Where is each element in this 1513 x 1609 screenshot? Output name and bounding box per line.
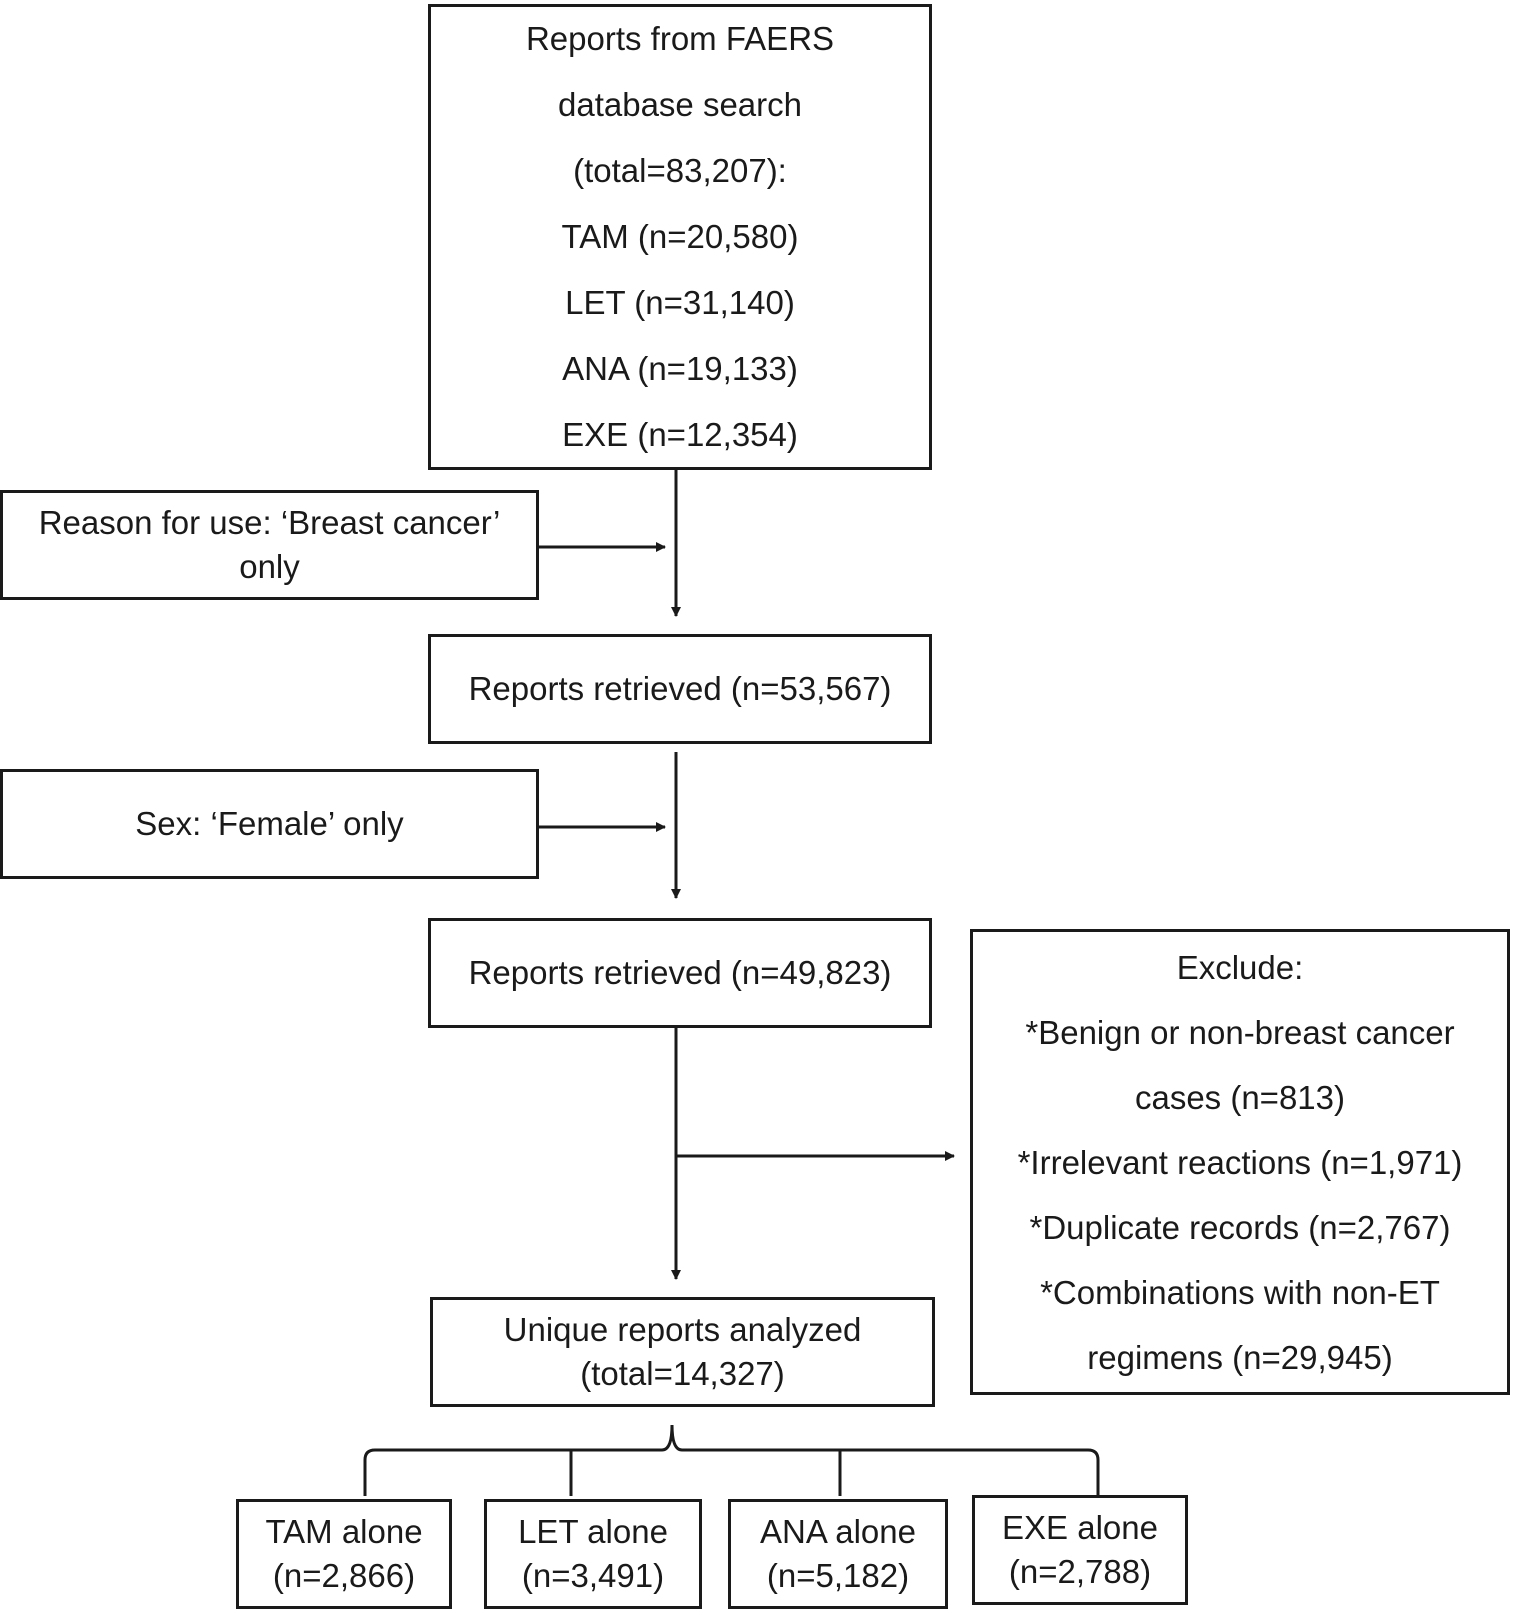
search-line: TAM (n=20,580) bbox=[561, 218, 799, 255]
search-line: ANA (n=19,133) bbox=[562, 350, 798, 387]
exclude-line: *Irrelevant reactions (n=1,971) bbox=[1017, 1143, 1463, 1181]
retrieved-box-1: Reports retrieved (n=53,567) bbox=[428, 634, 932, 744]
retrieved-box-2: Reports retrieved (n=49,823) bbox=[428, 918, 932, 1028]
retrieved-label: Reports retrieved (n=49,823) bbox=[468, 954, 892, 991]
group-box-ana: ANA alone (n=5,182) bbox=[728, 1499, 948, 1609]
exclude-line: cases (n=813) bbox=[1134, 1078, 1346, 1116]
search-line: EXE (n=12,354) bbox=[562, 416, 798, 453]
search-line: (total=83,207): bbox=[573, 152, 787, 189]
exclude-line: *Combinations with non-ET bbox=[1040, 1273, 1440, 1311]
retrieved-label: Reports retrieved (n=53,567) bbox=[468, 670, 892, 707]
group-box-exe: EXE alone (n=2,788) bbox=[972, 1495, 1188, 1605]
unique-line: (total=14,327) bbox=[580, 1355, 785, 1392]
exclude-line: *Duplicate records (n=2,767) bbox=[1029, 1208, 1451, 1246]
group-count: (n=2,788) bbox=[1008, 1553, 1152, 1590]
sex-filter-label: Sex: ‘Female’ only bbox=[135, 805, 404, 842]
reason-filter-line: only bbox=[239, 548, 300, 585]
search-line: database search bbox=[557, 86, 802, 123]
group-box-let: LET alone (n=3,491) bbox=[484, 1499, 702, 1609]
faers-search-box: Reports from FAERS database search (tota… bbox=[428, 4, 932, 470]
group-name: EXE alone bbox=[1002, 1509, 1158, 1546]
group-count: (n=3,491) bbox=[521, 1557, 665, 1594]
unique-line: Unique reports analyzed bbox=[503, 1311, 862, 1348]
exclude-line: regimens (n=29,945) bbox=[1087, 1338, 1393, 1376]
search-line: LET (n=31,140) bbox=[565, 284, 795, 321]
group-count: (n=5,182) bbox=[766, 1557, 910, 1594]
group-name: ANA alone bbox=[760, 1513, 916, 1550]
group-count: (n=2,866) bbox=[272, 1557, 416, 1594]
group-box-tam: TAM alone (n=2,866) bbox=[236, 1499, 452, 1609]
search-line: Reports from FAERS bbox=[525, 20, 835, 57]
unique-reports-box: Unique reports analyzed (total=14,327) bbox=[430, 1297, 935, 1407]
group-name: LET alone bbox=[518, 1513, 668, 1550]
exclude-box: Exclude: *Benign or non-breast cancer ca… bbox=[970, 929, 1510, 1395]
reason-filter-box: Reason for use: ‘Breast cancer’ only bbox=[0, 490, 539, 600]
sex-filter-box: Sex: ‘Female’ only bbox=[0, 769, 539, 879]
exclude-line: *Benign or non-breast cancer bbox=[1025, 1013, 1455, 1051]
group-name: TAM alone bbox=[265, 1513, 423, 1550]
reason-filter-line: Reason for use: ‘Breast cancer’ bbox=[38, 504, 501, 541]
group-bracket bbox=[363, 1424, 1100, 1496]
exclude-line: Exclude: bbox=[1176, 948, 1304, 986]
